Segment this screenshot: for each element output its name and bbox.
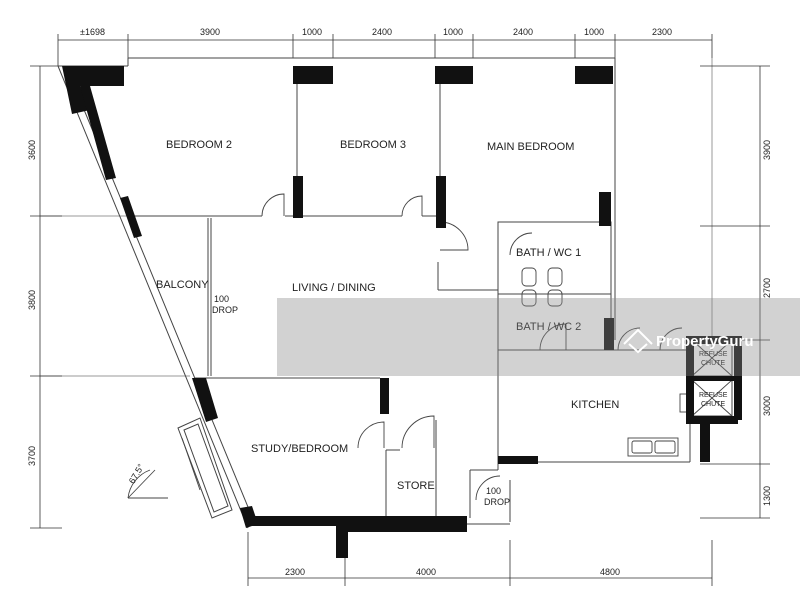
dim-left-2: 3800 (27, 290, 37, 310)
drop-label-bottom-word: DROP (484, 497, 510, 507)
room-label-balcony: BALCONY (156, 279, 209, 291)
dim-right-1: 3900 (762, 140, 772, 160)
room-label-bath-wc-2: BATH / WC 2 (516, 321, 581, 333)
dimension-labels: ±1698 3900 1000 2400 1000 2400 1000 2300… (27, 27, 772, 577)
drop-label-top-number: 100 (214, 294, 229, 304)
dim-bottom-3: 4800 (600, 567, 620, 577)
refuse-chute-label-1b: CHUTE (701, 360, 725, 367)
room-label-kitchen: KITCHEN (571, 399, 619, 411)
structural-walls (62, 66, 742, 558)
dim-right-2: 2700 (762, 278, 772, 298)
dimension-lines (30, 34, 770, 586)
refuse-chute-label-2a: REFUSE (699, 392, 728, 399)
room-label-main-bedroom: MAIN BEDROOM (487, 141, 574, 153)
propertyguru-logo-icon (623, 328, 653, 354)
dim-top-1: ±1698 (80, 27, 105, 37)
dim-left-3: 3700 (27, 446, 37, 466)
dim-top-8: 2300 (652, 27, 672, 37)
dim-right-4: 1300 (762, 486, 772, 506)
room-labels: BEDROOM 2 BEDROOM 3 MAIN BEDROOM BATH / … (156, 139, 619, 492)
dim-top-5: 1000 (443, 27, 463, 37)
fixtures (521, 267, 733, 457)
dim-top-6: 2400 (513, 27, 533, 37)
watermark: PropertyGuru (277, 298, 800, 376)
room-outlines (57, 57, 733, 529)
drop-label-top-word: DROP (212, 305, 238, 315)
dim-bottom-1: 2300 (285, 567, 305, 577)
door-swings (127, 193, 683, 501)
room-label-study-bedroom: STUDY/BEDROOM (251, 443, 348, 455)
refuse-chute-label-2b: CHUTE (701, 401, 725, 408)
room-label-store: STORE (397, 480, 435, 492)
watermark-band (277, 298, 800, 376)
room-label-bath-wc-1: BATH / WC 1 (516, 247, 581, 259)
room-label-living-dining: LIVING / DINING (292, 282, 376, 294)
drop-label-bottom-number: 100 (486, 486, 501, 496)
dim-top-4: 2400 (372, 27, 392, 37)
room-label-bedroom-3: BEDROOM 3 (340, 139, 406, 151)
refuse-chute-label-1a: REFUSE (699, 351, 728, 358)
dim-right-3: 3000 (762, 396, 772, 416)
watermark-brand: PropertyGuru (656, 333, 754, 350)
dim-bottom-2: 4000 (416, 567, 436, 577)
room-label-bedroom-2: BEDROOM 2 (166, 139, 232, 151)
dim-top-7: 1000 (584, 27, 604, 37)
dim-left-1: 3600 (27, 140, 37, 160)
dim-top-2: 3900 (200, 27, 220, 37)
dim-top-3: 1000 (302, 27, 322, 37)
